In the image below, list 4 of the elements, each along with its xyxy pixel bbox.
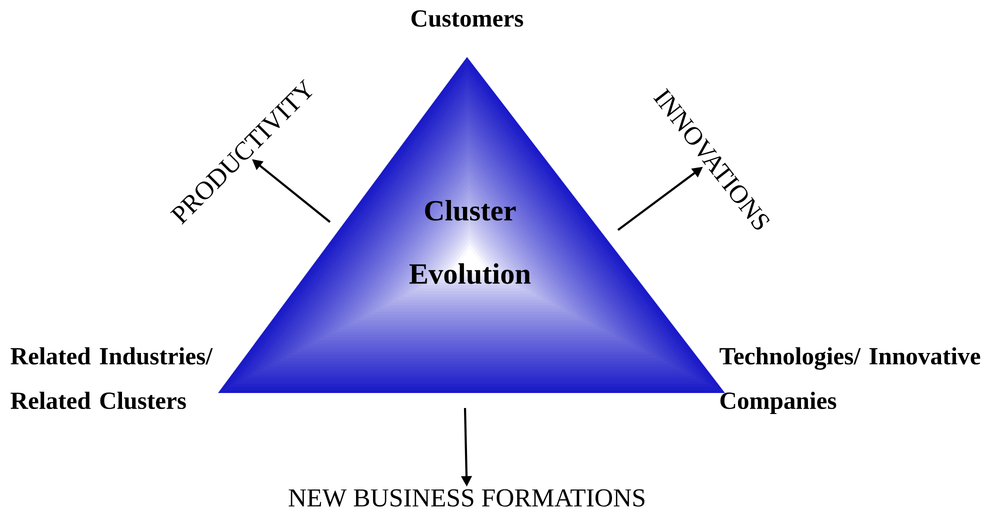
corner-label: Related Industries/ Related Clusters [10,347,213,410]
corner-label: Customers [412,10,524,27]
outcome-label: NEW BUSINESS FORMATIONS [288,489,644,507]
corner-label: Technologies/ Innovative Companies [720,347,980,414]
